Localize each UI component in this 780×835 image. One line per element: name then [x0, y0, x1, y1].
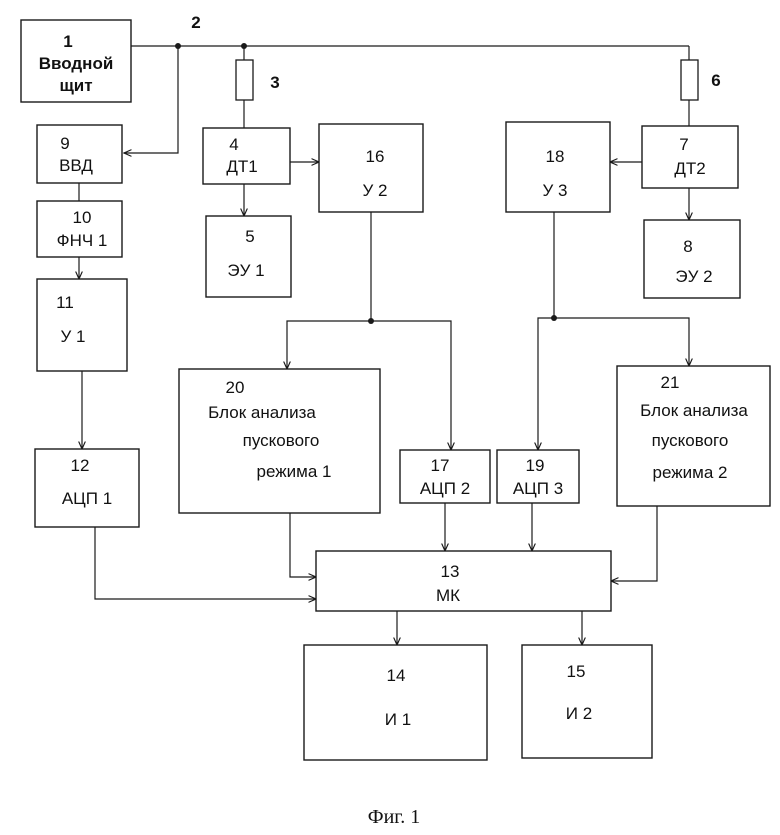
block-number: 21 — [661, 373, 680, 392]
block-10-lowpass-filter: 10 ФНЧ 1 — [37, 201, 122, 257]
block-16-amplifier-2: 16 У 2 — [319, 124, 423, 212]
block-12-adc-1: 12 АЦП 1 — [35, 449, 139, 527]
wire-16-to-20 — [287, 321, 371, 369]
block-label: режима 1 — [257, 462, 332, 481]
block-number: 14 — [387, 666, 406, 685]
junction-dot — [175, 43, 181, 49]
block-5-electric-unit-1: 5 ЭУ 1 — [206, 216, 291, 297]
block-number: 16 — [366, 147, 385, 166]
wire-bus-to-9 — [124, 46, 178, 153]
block-number: 1 — [63, 32, 72, 51]
resistor-6 — [681, 60, 698, 100]
block-label: У 3 — [543, 181, 568, 200]
block-number: 11 — [56, 293, 74, 312]
block-label: ЭУ 2 — [675, 267, 712, 286]
block-label: ДТ1 — [226, 157, 257, 176]
block-number: 5 — [245, 227, 254, 246]
block-14-indicator-1: 14 И 1 — [304, 645, 487, 760]
block-label: ФНЧ 1 — [57, 231, 108, 250]
block-label: ВВД — [59, 156, 93, 175]
block-13-microcontroller: 13 МК — [316, 551, 611, 611]
junction-dot — [551, 315, 557, 321]
block-19-adc-3: 19 АЦП 3 — [497, 450, 579, 503]
bus-label: 2 — [191, 13, 200, 32]
block-number: 20 — [226, 378, 245, 397]
junction-dot — [241, 43, 247, 49]
block-label: режима 2 — [653, 463, 728, 482]
block-label: ДТ2 — [674, 159, 705, 178]
block-label: И 1 — [385, 710, 411, 729]
block-label: АЦП 3 — [513, 479, 563, 498]
block-1-input-panel: 1 Вводной щит — [21, 20, 131, 102]
block-label: АЦП 1 — [62, 489, 112, 508]
block-number: 4 — [229, 135, 238, 154]
resistor-3-label: 3 — [270, 73, 279, 92]
wire-18-to-19 — [538, 318, 554, 450]
wire-12-to-13 — [95, 527, 316, 599]
wire-21-to-13 — [611, 506, 657, 581]
resistor-6-label: 6 — [711, 71, 720, 90]
block-label: МК — [436, 586, 460, 605]
block-8-electric-unit-2: 8 ЭУ 2 — [644, 220, 740, 298]
block-17-adc-2: 17 АЦП 2 — [400, 450, 490, 503]
block-18-amplifier-3: 18 У 3 — [506, 122, 610, 212]
junction-dot — [368, 318, 374, 324]
block-number: 8 — [683, 237, 692, 256]
wire-16-to-17 — [371, 321, 451, 450]
block-label: ЭУ 1 — [227, 261, 264, 280]
block-21-start-mode-analyzer-2: 21 Блок анализа пускового режима 2 — [617, 366, 770, 506]
block-label: пускового — [652, 431, 729, 450]
block-label: Вводной — [39, 54, 114, 73]
block-4-current-sensor-1: 4 ДТ1 — [203, 128, 290, 184]
block-number: 10 — [73, 208, 92, 227]
block-label: И 2 — [566, 704, 592, 723]
block-number: 18 — [546, 147, 565, 166]
block-number: 19 — [526, 456, 545, 475]
block-15-indicator-2: 15 И 2 — [522, 645, 652, 758]
block-number: 13 — [441, 562, 460, 581]
block-number: 9 — [60, 134, 69, 153]
block-label: Блок анализа — [208, 403, 316, 422]
block-label: пускового — [243, 431, 320, 450]
figure-caption: Фиг. 1 — [368, 806, 420, 828]
block-7-current-sensor-2: 7 ДТ2 — [642, 126, 738, 188]
block-number: 15 — [567, 662, 586, 681]
block-11-amplifier-1: 11 У 1 — [37, 279, 127, 371]
block-label: У 2 — [363, 181, 388, 200]
block-label: щит — [59, 76, 92, 95]
block-number: 17 — [431, 456, 450, 475]
block-9-vvd: 9 ВВД — [37, 125, 122, 183]
block-label: Блок анализа — [640, 401, 748, 420]
block-20-start-mode-analyzer-1: 20 Блок анализа пускового режима 1 — [179, 369, 380, 513]
block-label: АЦП 2 — [420, 479, 470, 498]
block-label: У 1 — [61, 327, 86, 346]
wire-20-to-13 — [290, 513, 316, 577]
resistor-3 — [236, 60, 253, 100]
block-number: 12 — [71, 456, 90, 475]
wire-18-to-21 — [554, 318, 689, 366]
block-number: 7 — [679, 135, 688, 154]
